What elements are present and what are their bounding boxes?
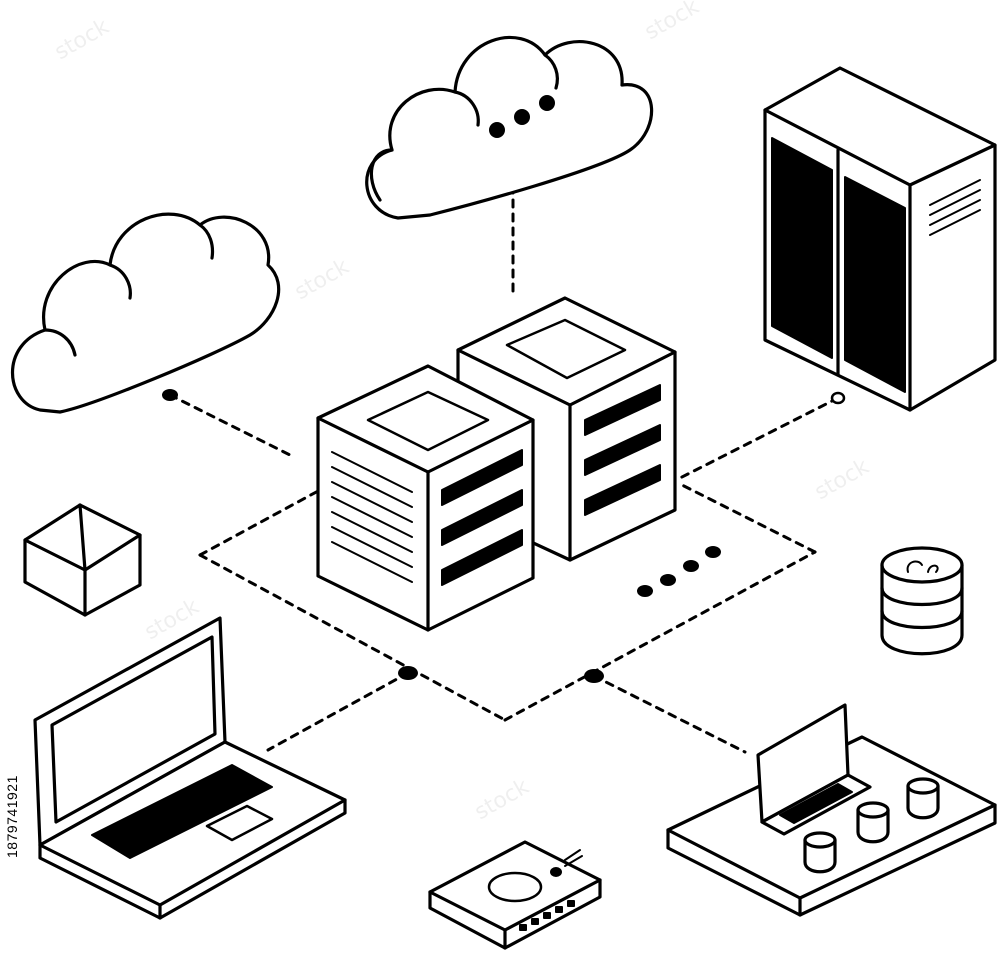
- cloud-large-icon: [365, 36, 654, 220]
- node-dot-right: [584, 669, 604, 683]
- workstation-icon: [666, 703, 997, 917]
- cube-icon: [23, 503, 142, 617]
- server-tower-a-icon: [316, 364, 535, 632]
- tower-vents: [331, 451, 413, 583]
- node-dot-cloud: [162, 389, 178, 401]
- link-diamond-top-right: [678, 482, 817, 554]
- link-to-rack: [678, 396, 840, 480]
- cloud-small-icon: [10, 212, 281, 414]
- link-diamond-right: [503, 550, 817, 722]
- database-icon: [880, 546, 964, 656]
- node-dot-left: [398, 666, 418, 680]
- link-diamond-top-left: [198, 488, 322, 557]
- rack-vents: [929, 179, 981, 236]
- svg-text:stock: stock: [641, 0, 704, 45]
- link-diamond-left: [198, 553, 507, 722]
- link-to-workstation: [592, 674, 747, 754]
- link-nodes: [162, 389, 846, 683]
- laptop-icon: [33, 616, 347, 920]
- server-rack-icon: [763, 66, 997, 412]
- link-to-laptop: [266, 671, 410, 752]
- svg-text:stock: stock: [471, 774, 534, 825]
- svg-text:stock: stock: [51, 14, 114, 65]
- ellipsis-dots: [637, 546, 721, 597]
- svg-text:stock: stock: [291, 254, 354, 305]
- mini-coin-stacks: [803, 777, 940, 874]
- link-to-cloud-left: [168, 393, 292, 457]
- stock-id-label: 1879741921: [4, 775, 20, 859]
- router-ports: [519, 900, 575, 931]
- node-ring-rack: [830, 391, 846, 405]
- svg-text:stock: stock: [811, 454, 874, 505]
- router-icon: [428, 840, 602, 950]
